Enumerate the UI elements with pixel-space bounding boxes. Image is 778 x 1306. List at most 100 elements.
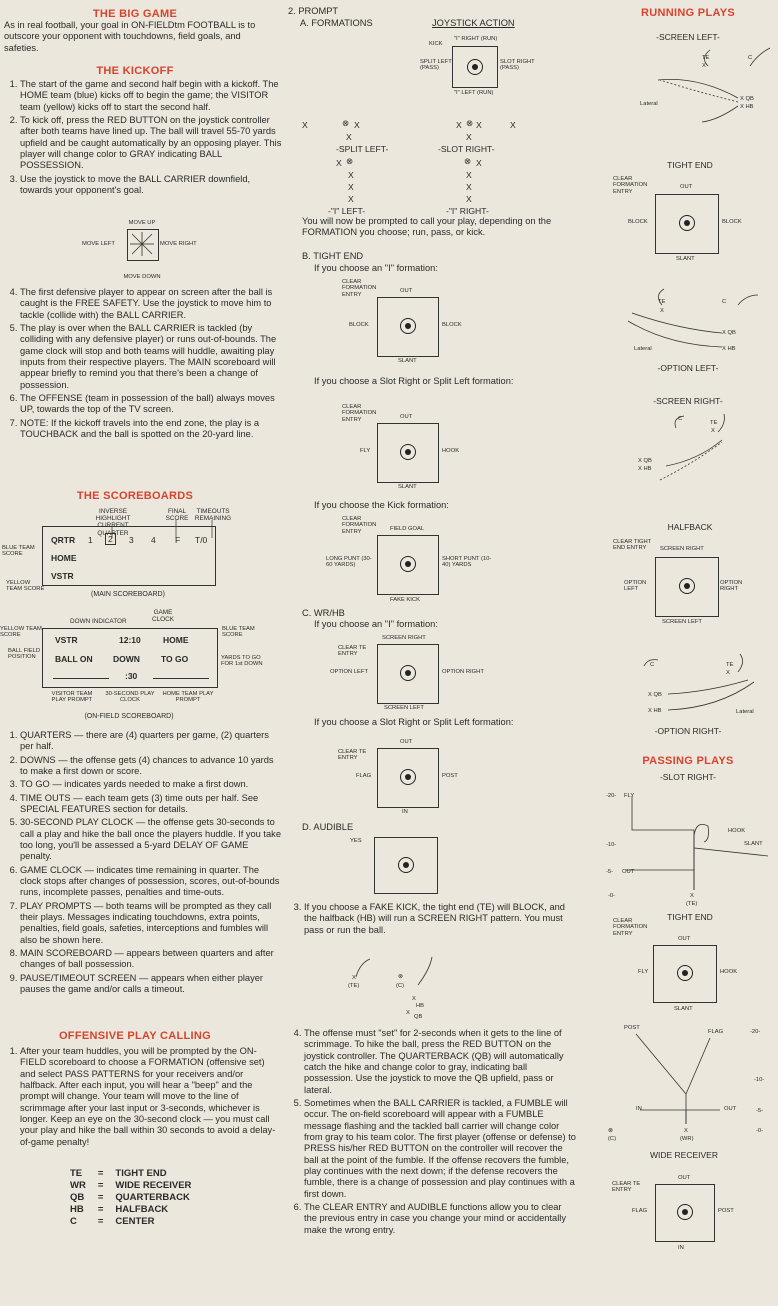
slot-right-text: -SLOT RIGHT- xyxy=(438,144,495,154)
player-x: X xyxy=(348,194,354,204)
player-x: X xyxy=(348,170,354,180)
wrhb-slot-box xyxy=(377,748,439,808)
abbr: TE xyxy=(70,1168,83,1179)
player-x: X xyxy=(510,120,516,130)
home-prompt-line xyxy=(153,666,209,679)
ball-icon xyxy=(400,665,416,681)
slant-label: SLANT xyxy=(398,358,417,364)
list-item: TO GO — indicates yards needed to make a… xyxy=(20,779,282,790)
fake-kick-label: FAKE KICK xyxy=(390,597,420,603)
fk-hb: HB xyxy=(416,1003,425,1009)
sb-down: DOWN xyxy=(113,654,140,664)
player-x: X xyxy=(346,132,352,142)
player-x: X xyxy=(466,182,472,192)
formations-label: A. FORMATIONS xyxy=(300,18,373,28)
option-left-label: OPTION LEFT xyxy=(624,580,647,593)
sr-qb: X QB xyxy=(638,458,652,464)
ball-field-position-label: BALL FIELD POSITION xyxy=(8,648,41,661)
kickoff-heading: THE KICKOFF xyxy=(96,65,174,77)
player-x: X xyxy=(336,158,342,168)
screen-right-routes-icon xyxy=(659,413,725,481)
or-te: TE xyxy=(726,662,734,668)
abbr-meaning: TIGHT END xyxy=(115,1168,167,1179)
yard-0: -0- xyxy=(608,893,616,899)
ol-hb: X HB xyxy=(722,346,736,352)
qrtr-3: 3 xyxy=(129,535,134,545)
sl-x: X xyxy=(702,63,706,69)
eq: = xyxy=(97,1179,104,1191)
clear-te-entry-label: CLEAR TE ENTRY xyxy=(338,645,367,658)
audible-box xyxy=(374,837,438,894)
out-label: OUT xyxy=(678,1175,691,1181)
yard-5: -5- xyxy=(756,1108,764,1114)
yellow-team-score-label: YELLOW TEAM SCORE xyxy=(6,580,45,593)
slant-route-label: SLANT xyxy=(744,841,763,847)
game-clock-label: GAME CLOCK xyxy=(151,609,175,624)
ol-te: TE xyxy=(658,299,666,305)
wr-tag: (WR) xyxy=(680,1136,694,1142)
wide-receiver-routes-icon xyxy=(635,1033,720,1124)
player-x: X xyxy=(466,194,472,204)
split-left-label: SPLIT LEFT (PASS) xyxy=(420,59,452,72)
slot-right-label: SLOT RIGHT (PASS) xyxy=(500,59,535,72)
kick-label: KICK xyxy=(429,41,443,47)
flag-label: FLAG xyxy=(356,773,372,779)
short-punt-label: SHORT PUNT (10-40) YARDS xyxy=(442,556,492,569)
out-label: OUT xyxy=(678,936,691,942)
screen-left-title: -SCREEN LEFT- xyxy=(656,32,720,42)
player-x: X xyxy=(354,120,360,130)
list-item: PLAY PROMPTS — both teams will be prompt… xyxy=(20,901,282,946)
out-label: OUT xyxy=(400,414,413,420)
i-left-label: "I" LEFT (RUN) xyxy=(454,90,494,96)
fk-qb-x: X xyxy=(406,1010,410,1016)
eq: = xyxy=(97,1203,104,1215)
wrhb-label: C. WR/HB xyxy=(302,608,345,618)
final-col: F xyxy=(175,535,181,545)
yard-10: -10- xyxy=(606,842,617,848)
wr-c: ⊗ xyxy=(608,1128,613,1134)
sl-hb: X HB xyxy=(740,104,754,110)
abbr-meaning: WIDE RECEIVER xyxy=(115,1179,192,1191)
ball-icon xyxy=(398,857,414,873)
player-x: X xyxy=(466,170,472,180)
scoreboards-heading: THE SCOREBOARDS xyxy=(76,490,194,502)
or-hb: X HB xyxy=(648,708,662,714)
block-left-label: BLOCK xyxy=(628,219,648,225)
te-tag: (TE) xyxy=(686,901,698,907)
call-play-text: You will now be prompted to call your pl… xyxy=(302,216,552,238)
or-x: X xyxy=(726,670,730,676)
screen-left-label: SCREEN LEFT xyxy=(662,619,702,625)
on-field-scoreboard: VSTR 12:10 HOME BALL ON DOWN TO GO :30 xyxy=(42,628,218,688)
tight-end-title-2: TIGHT END xyxy=(667,912,713,922)
if-i-formation-2: If you choose an "I" formation: xyxy=(314,619,438,629)
list-item: The first defensive player to appear on … xyxy=(20,287,282,321)
screen-right-title: -SCREEN RIGHT- xyxy=(653,396,723,406)
sl-qb: X QB xyxy=(740,96,754,102)
flag-label: FLAG xyxy=(632,1208,648,1214)
ol-x: X xyxy=(660,308,664,314)
or-qb: X QB xyxy=(648,692,662,698)
yes-label: YES xyxy=(350,838,362,844)
list-item: The offense must "set" for 2-seconds whe… xyxy=(304,1028,576,1096)
screen-right-label: SCREEN RIGHT xyxy=(382,635,426,641)
option-right-label: OPTION RIGHT xyxy=(720,580,743,593)
player-x: X xyxy=(476,120,482,130)
sr-x: X xyxy=(711,428,715,434)
slot-right-routes-icon xyxy=(626,796,769,890)
abbr: QB xyxy=(70,1191,85,1203)
tight-end-box xyxy=(655,194,719,254)
player-center: ⊗ xyxy=(464,156,472,166)
out-route-label: OUT xyxy=(622,869,635,875)
abbr-meaning: QUARTERBACK xyxy=(115,1191,190,1203)
list-item: NOTE: If the kickoff travels into the en… xyxy=(20,418,282,441)
hook-label: HOOK xyxy=(720,969,738,975)
hook-route-label: HOOK xyxy=(728,828,746,834)
prompt-title: 2. PROMPT xyxy=(288,6,339,16)
big-game-text: As in real football, your goal in ON-FIE… xyxy=(4,20,256,53)
sb-ball-on: BALL ON xyxy=(55,654,93,664)
tight-end-slot-box xyxy=(377,423,439,483)
slot-right-title: -SLOT RIGHT- xyxy=(659,772,717,782)
ball-icon xyxy=(400,769,416,785)
sl-lateral: Lateral xyxy=(640,101,658,107)
on-field-scoreboard-caption: (ON-FIELD SCOREBOARD) xyxy=(84,713,174,720)
